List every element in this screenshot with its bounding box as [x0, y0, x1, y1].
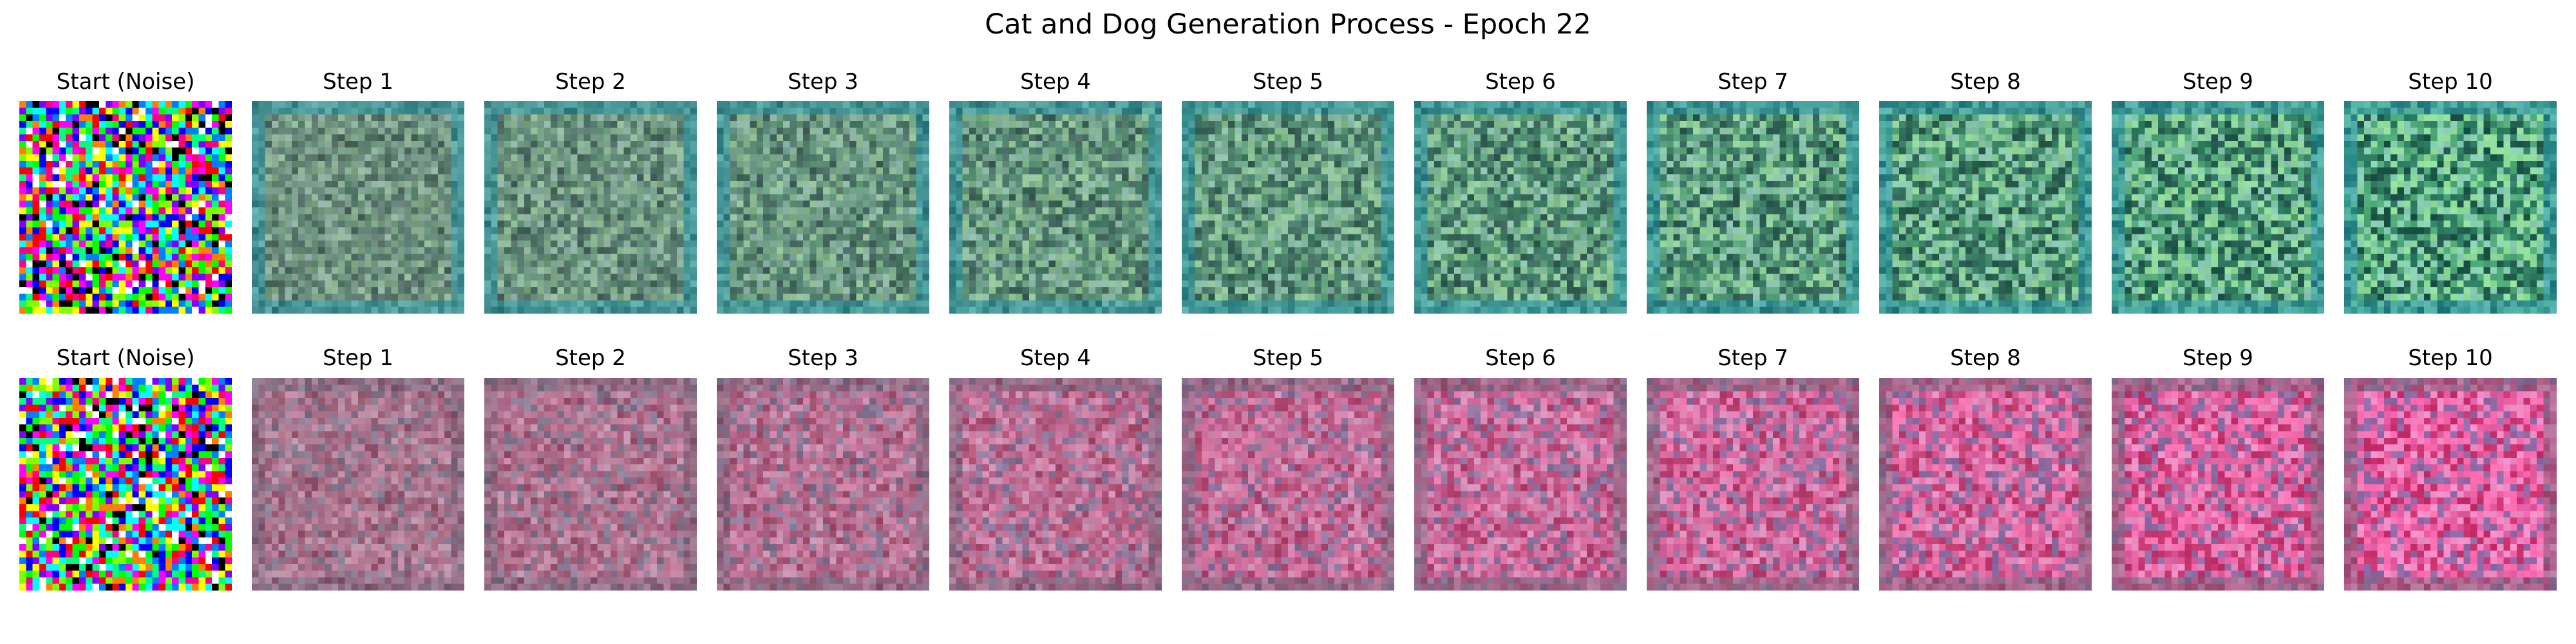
- image-pixels: [484, 101, 697, 314]
- generated-image-row1: [949, 101, 1162, 314]
- panel-title: Step 6: [1414, 68, 1627, 96]
- generated-image-row1: [2112, 101, 2324, 314]
- panel-title: Step 2: [484, 344, 697, 372]
- image-pixels: [1182, 101, 1394, 314]
- generated-image-row2: [484, 378, 697, 591]
- image-pixels: [2344, 101, 2557, 314]
- generated-image-row2: [2112, 378, 2324, 591]
- image-pixels: [484, 378, 697, 591]
- image-pixels: [1414, 378, 1627, 591]
- panel-title: Start (Noise): [19, 344, 232, 372]
- panel-title: Step 3: [717, 344, 929, 372]
- generated-image-row1: [19, 101, 232, 314]
- image-pixels: [252, 378, 464, 591]
- generated-image-row2: [252, 378, 464, 591]
- image-pixels: [1879, 378, 2092, 591]
- panel-title: Step 5: [1182, 68, 1394, 96]
- generated-image-row2: [949, 378, 1162, 591]
- panel-title: Step 4: [949, 344, 1162, 372]
- generated-image-row1: [1647, 101, 1859, 314]
- image-pixels: [717, 378, 929, 591]
- generated-image-row2: [2344, 378, 2557, 591]
- panel-title: Step 1: [252, 68, 464, 96]
- panel-title: Step 10: [2344, 68, 2557, 96]
- panel-title: Step 8: [1879, 68, 2092, 96]
- image-pixels: [2344, 378, 2557, 591]
- panel-title: Step 9: [2112, 68, 2324, 96]
- generated-image-row2: [1414, 378, 1627, 591]
- image-pixels: [1414, 101, 1627, 314]
- generated-image-row2: [1879, 378, 2092, 591]
- panel-title: Step 9: [2112, 344, 2324, 372]
- generated-image-row2: [1182, 378, 1394, 591]
- generated-image-row2: [19, 378, 232, 591]
- panel-title: Step 2: [484, 68, 697, 96]
- generated-image-row1: [1182, 101, 1394, 314]
- image-pixels: [2112, 101, 2324, 314]
- image-pixels: [252, 101, 464, 314]
- generated-image-row1: [2344, 101, 2557, 314]
- image-pixels: [19, 378, 232, 591]
- image-pixels: [2112, 378, 2324, 591]
- image-pixels: [1182, 378, 1394, 591]
- image-pixels: [949, 378, 1162, 591]
- panel-title: Step 5: [1182, 344, 1394, 372]
- image-pixels: [949, 101, 1162, 314]
- image-pixels: [1879, 101, 2092, 314]
- generated-image-row2: [1647, 378, 1859, 591]
- generated-image-row1: [252, 101, 464, 314]
- panel-title: Step 7: [1647, 344, 1859, 372]
- generated-image-row2: [717, 378, 929, 591]
- image-pixels: [717, 101, 929, 314]
- figure-title: Cat and Dog Generation Process - Epoch 2…: [0, 5, 2576, 44]
- generated-image-row1: [484, 101, 697, 314]
- image-pixels: [19, 101, 232, 314]
- generated-image-row1: [1414, 101, 1627, 314]
- panel-title: Start (Noise): [19, 68, 232, 96]
- panel-title: Step 10: [2344, 344, 2557, 372]
- panel-title: Step 6: [1414, 344, 1627, 372]
- image-pixels: [1647, 378, 1859, 591]
- panel-title: Step 4: [949, 68, 1162, 96]
- panel-title: Step 3: [717, 68, 929, 96]
- image-pixels: [1647, 101, 1859, 314]
- panel-title: Step 8: [1879, 344, 2092, 372]
- generated-image-row1: [1879, 101, 2092, 314]
- panel-title: Step 1: [252, 344, 464, 372]
- generated-image-row1: [717, 101, 929, 314]
- panel-title: Step 7: [1647, 68, 1859, 96]
